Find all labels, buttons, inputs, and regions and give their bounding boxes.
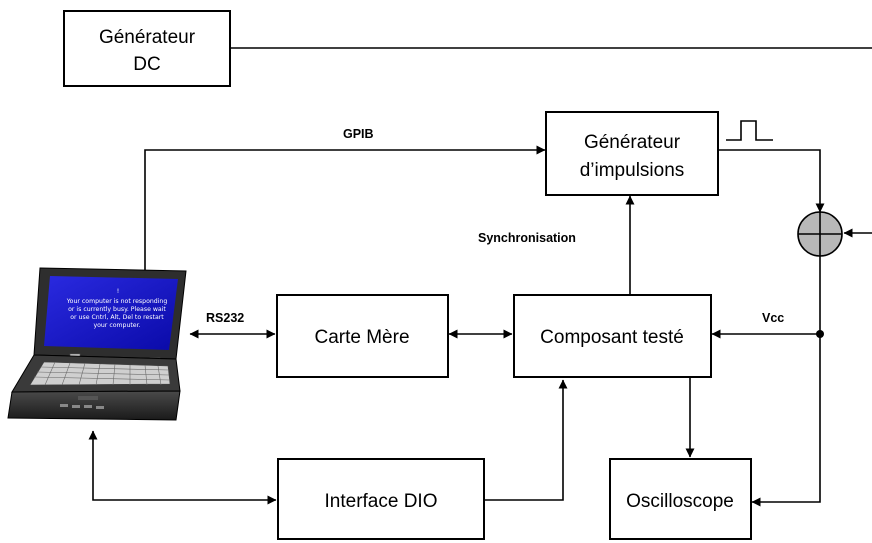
laptop-screen-line4: your computer. [93,322,140,329]
block-oscilloscope-label: Oscilloscope [626,491,734,512]
laptop-screen-line2: or is currently busy. Please wait [68,306,166,313]
vcc-label: Vcc [762,311,784,325]
pulse-symbol-icon [726,120,773,141]
block-carte-mere: Carte Mère [276,294,449,378]
block-generateur-impulsions-line2: d’impulsions [580,160,685,181]
block-generateur-dc-line2: DC [133,54,160,75]
block-interface-dio-label: Interface DIO [325,491,438,512]
pulse-output-wire [718,149,825,213]
block-carte-mere-label: Carte Mère [314,327,409,348]
block-composant-teste-label: Composant testé [540,327,684,348]
adder-icon [797,211,843,257]
laptop-screen [44,276,178,350]
block-generateur-dc-line1: Générateur [99,27,196,48]
block-interface-dio: Interface DIO [277,458,485,540]
block-oscilloscope: Oscilloscope [609,458,752,540]
block-generateur-impulsions: Générateur d’impulsions [545,111,719,196]
vcc-junction-dot [816,330,824,338]
vcc-to-oscilloscope-wire [751,334,821,507]
dio-to-dut-wire [485,379,568,501]
wires [88,47,872,507]
laptop-icon: ! Your computer is not responding or is … [7,267,187,421]
laptop-screen-symbol: ! [117,288,119,295]
laptop-screen-line3: or use Cntrl, Alt, Del to restart [70,314,164,321]
block-generateur-dc: Générateur DC [63,10,231,87]
laptop-dio-wire [88,430,277,505]
rs232-label: RS232 [206,311,244,325]
block-composant-teste: Composant testé [513,294,712,378]
gpib-label: GPIB [343,127,374,141]
synchronisation-label: Synchronisation [478,231,576,245]
gpib-wire [144,145,546,270]
block-generateur-impulsions-line1: Générateur [584,132,681,153]
laptop-screen-line1: Your computer is not responding [66,298,168,305]
